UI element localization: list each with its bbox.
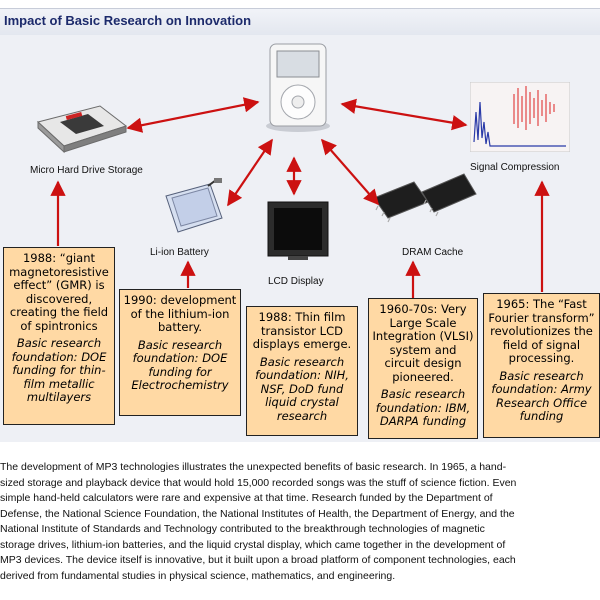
body-line: derived from fundamental studies in phys… [0,569,396,582]
signal-waveform-image [470,82,570,152]
fft-event-text: 1965: The “Fast Fourier transform” revol… [488,297,595,365]
vlsi-event-text: 1960-70s: Very Large Scale Integration (… [372,302,474,384]
vlsi-foundation-text: Basic research foundation: IBM, DARPA fu… [375,387,471,428]
gmr-event-text: 1988: “giant magnetoresistive effect” (G… [9,251,109,333]
body-line: National Institute of Standards and Tech… [0,523,485,535]
vlsi-research-box: 1960-70s: Very Large Scale Integration (… [368,298,478,439]
micro-hard-drive-image [36,105,128,154]
fft-foundation-text: Basic research foundation: Army Research… [491,368,592,423]
label-li-ion-battery: Li-ion Battery [150,247,209,258]
lcd-foundation-text: Basic research foundation: NIH, NSF, DoD… [255,354,349,423]
body-line: storage drives, lithium-ion batteries, a… [0,538,506,551]
page-title: Impact of Basic Research on Innovation [4,13,252,28]
fft-research-box: 1965: The “Fast Fourier transform” revol… [483,293,600,438]
label-micro-hard-drive: Micro Hard Drive Storage [30,165,143,176]
label-dram-cache: DRAM Cache [402,247,464,258]
label-lcd-display: LCD Display [268,276,324,287]
liion-research-box: 1990: development of the lithium-ion bat… [119,289,241,416]
header-bar: Impact of Basic Research on Innovation [0,8,600,36]
gmr-research-box: 1988: “giant magnetoresistive effect” (G… [3,247,115,425]
body-line: sized storage and playback device that w… [0,476,517,489]
liion-event-text: 1990: development of the lithium-ion bat… [123,293,237,334]
lcd-event-text: 1988: Thin film transistor LCD displays … [252,310,352,351]
label-signal-compression: Signal Compression [470,162,560,173]
dram-chips-image [373,173,477,223]
body-line: The development of MP3 technologies illu… [0,461,507,473]
mp3-player-image [266,43,330,132]
li-ion-battery-image [165,178,223,233]
lcd-research-box: 1988: Thin film transistor LCD displays … [246,306,358,436]
lcd-display-image [267,201,329,260]
body-paragraph: The development of MP3 technologies illu… [0,460,600,584]
body-line: simple hand-held calculators were rare a… [0,492,493,504]
body-line: Defense, the National Science Foundation… [0,507,515,520]
body-line: MP3 devices. The device itself is innova… [0,554,516,566]
liion-foundation-text: Basic research foundation: DOE funding f… [131,337,229,392]
gmr-foundation-text: Basic research foundation: DOE funding f… [11,336,107,404]
